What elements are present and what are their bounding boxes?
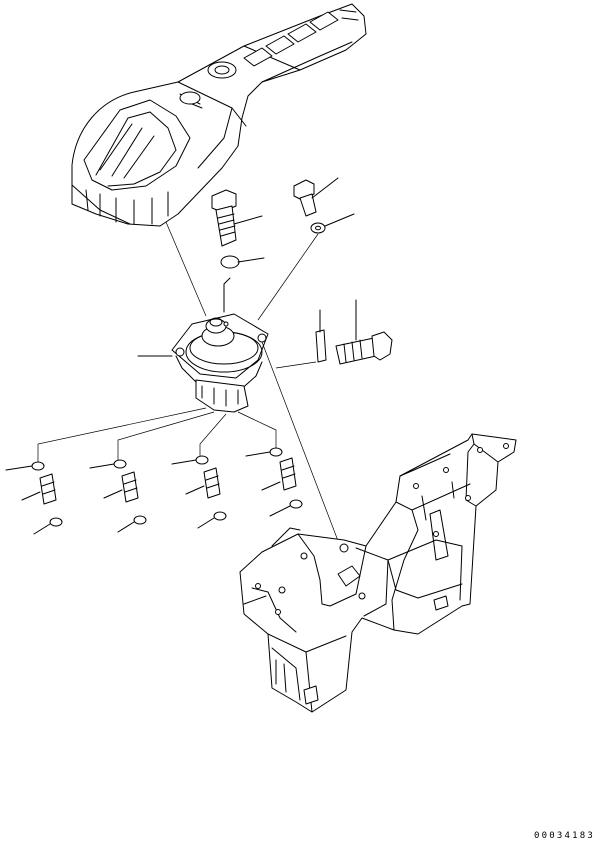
washer-2: [117, 515, 147, 533]
oring-3: [171, 455, 209, 465]
connector-2: [103, 471, 139, 503]
drawing-number: 00034183: [534, 831, 595, 841]
leader-lines: [37, 221, 341, 547]
washer-upper: [310, 213, 355, 234]
connector-1: [21, 473, 57, 505]
bolt-short: [293, 177, 339, 217]
mounting-bracket: [239, 433, 517, 713]
connector-3: [185, 467, 221, 499]
pilot-valve: [137, 277, 269, 413]
oring-1: [5, 461, 45, 471]
washer-small: [220, 255, 265, 269]
washer-4: [269, 499, 303, 517]
washer-1: [33, 517, 63, 535]
oring-2: [89, 459, 127, 469]
washer-3: [197, 511, 227, 529]
console-cover: [71, 3, 367, 227]
oring-4: [245, 447, 283, 457]
bolt-horizontal: [335, 299, 393, 365]
pin-right: [315, 309, 327, 363]
connector-4: [261, 457, 297, 491]
bolt-long: [211, 189, 263, 247]
